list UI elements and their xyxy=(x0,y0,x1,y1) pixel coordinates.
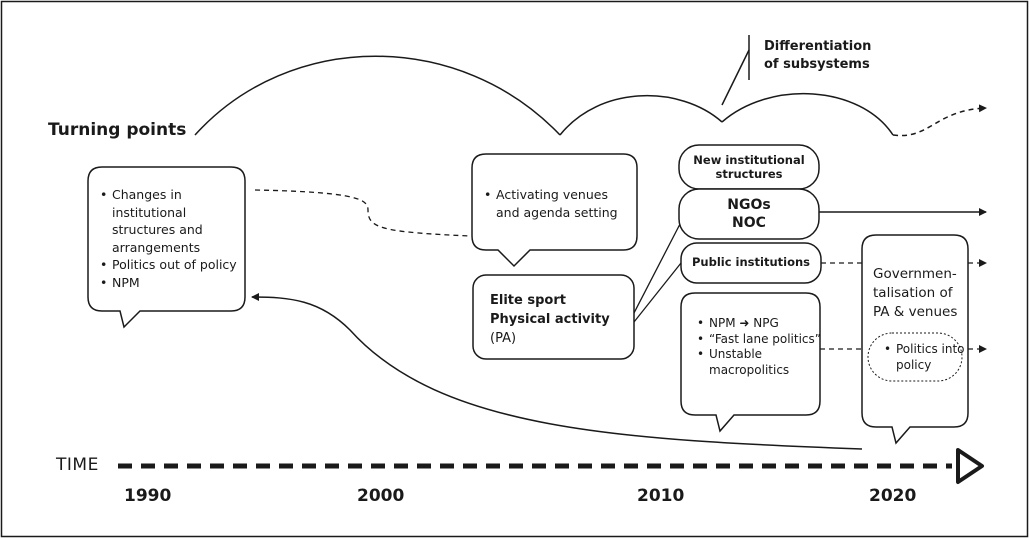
new-institutional-text: New institutional structures xyxy=(679,153,819,181)
turning-points-label: Turning points xyxy=(48,120,187,140)
box-1990-list: Changes in institutional structures and … xyxy=(100,186,237,291)
differentiation-line-1: Differentiation xyxy=(764,39,872,54)
feedback-arrow xyxy=(251,293,863,450)
pa-label: (PA) xyxy=(490,331,517,346)
box-venues-list: Activating venues and agenda setting xyxy=(484,186,618,222)
box-1990-item-1-line-1: Changes in xyxy=(112,187,182,202)
gov-line-1: Governmen- xyxy=(873,266,957,282)
box-1990-item-1-line-3: structures and xyxy=(112,222,203,237)
new-institutional-line-1: New institutional xyxy=(693,153,805,167)
box-npm-text: NPM ➜ NPG “Fast lane politics” Unstable … xyxy=(697,316,821,378)
box-1990-item-1: Changes in institutional structures and … xyxy=(100,186,237,256)
oval-politics-list: Politics into policy xyxy=(884,341,965,373)
oval-politics-text: Politics into policy xyxy=(884,341,965,373)
box-1990-item-1-line-4: arrangements xyxy=(112,239,201,255)
gov-line-2: talisation of xyxy=(873,285,953,301)
elite-sport-label: Elite sport xyxy=(490,293,566,308)
time-label: TIME xyxy=(56,455,99,475)
year-2020: 2020 xyxy=(869,486,917,506)
box-1990-item-3: NPM xyxy=(100,274,237,292)
turning-arc-3 xyxy=(721,92,894,136)
noc-label: NOC xyxy=(732,215,766,231)
box-elite-sport xyxy=(472,274,635,360)
turning-arc-dashed xyxy=(892,104,987,137)
box-gov-text: Governmen- talisation of PA & venues xyxy=(873,265,957,322)
differentiation-label: Differentiation of subsystems xyxy=(764,38,871,74)
year-2000: 2000 xyxy=(357,486,405,506)
npm-item-2: “Fast lane politics” xyxy=(697,332,821,348)
ngos-label: NGOs xyxy=(727,197,771,213)
oval-politics-line-1: Politics into xyxy=(896,342,965,356)
box-1990-text: Changes in institutional structures and … xyxy=(100,186,237,291)
box-venues-item: Activating venues and agenda setting xyxy=(484,186,618,222)
box-1990-item-2: Politics out of policy xyxy=(100,256,237,274)
turning-arc-2 xyxy=(559,94,723,136)
physical-activity-label: Physical activity xyxy=(490,312,610,327)
gov-line-3: PA & venues xyxy=(873,304,958,320)
link-elite-ngo xyxy=(633,223,681,314)
differentiation-line-2: of subsystems xyxy=(764,57,870,72)
oval-politics-line-2: policy xyxy=(896,358,932,372)
npm-item-3-line-2: macropolitics xyxy=(709,362,790,377)
differentiation-pointer xyxy=(721,49,750,106)
box-venues-line-2: and agenda setting xyxy=(496,205,618,220)
ngo-noc-text: NGOs NOC xyxy=(679,196,819,232)
npm-item-3: Unstable macropolitics xyxy=(697,347,821,378)
public-institutions-label: Public institutions xyxy=(691,255,811,269)
new-institutional-line-2: structures xyxy=(715,167,783,181)
arrow-right-icon: ➜ xyxy=(739,316,750,330)
oval-politics-item: Politics into policy xyxy=(884,341,965,373)
npm-item-1: NPM ➜ NPG xyxy=(697,316,821,332)
link-elite-public xyxy=(633,262,682,323)
year-2010: 2010 xyxy=(637,486,685,506)
box-elite-text: Elite sport Physical activity (PA) xyxy=(490,291,610,348)
box-npm-list: NPM ➜ NPG “Fast lane politics” Unstable … xyxy=(697,316,821,378)
npm-item-3-line-1: Unstable xyxy=(709,347,763,361)
box-ngo-noc xyxy=(678,188,820,240)
box-1990-item-1-line-2: institutional xyxy=(112,204,187,220)
connector-1990-venues xyxy=(254,189,471,237)
year-1990: 1990 xyxy=(124,486,172,506)
npm-label: NPM xyxy=(709,316,736,330)
box-venues-text: Activating venues and agenda setting xyxy=(484,186,618,222)
timeline-arrowhead xyxy=(956,448,984,484)
box-venues-line-1: Activating venues xyxy=(496,187,608,202)
npg-label: NPG xyxy=(753,316,779,330)
turning-arc-1 xyxy=(194,55,561,136)
